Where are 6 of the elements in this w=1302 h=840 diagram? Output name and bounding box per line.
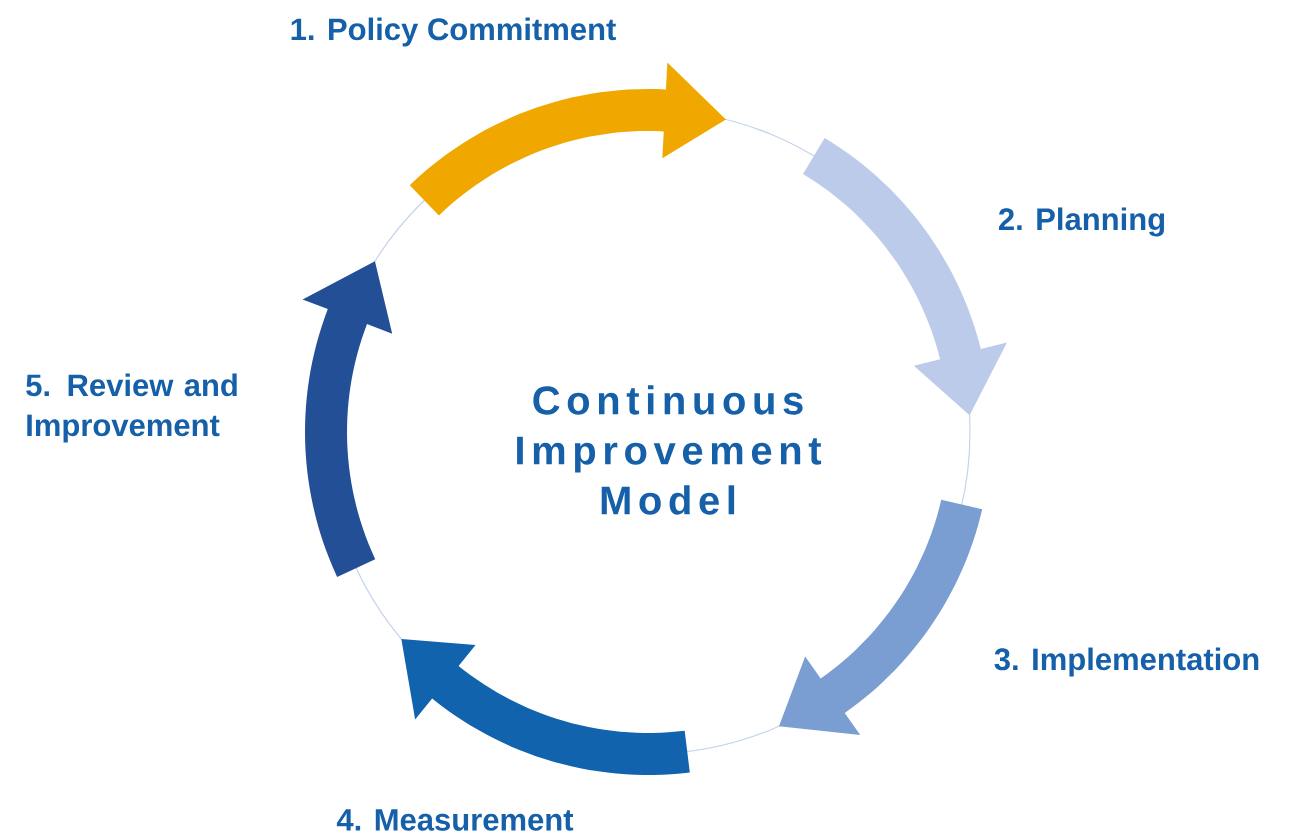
stage-label: 1. Policy Commitment	[291, 17, 616, 47]
stage-label: 5. Review and Improvement	[26, 373, 237, 443]
stage-label: 2. Planning	[999, 207, 1165, 237]
stage-label: 4. Measurement	[336, 809, 574, 831]
title: Continuous Improvement Model	[517, 385, 822, 515]
stage-label: 3. Implementation	[994, 647, 1259, 677]
